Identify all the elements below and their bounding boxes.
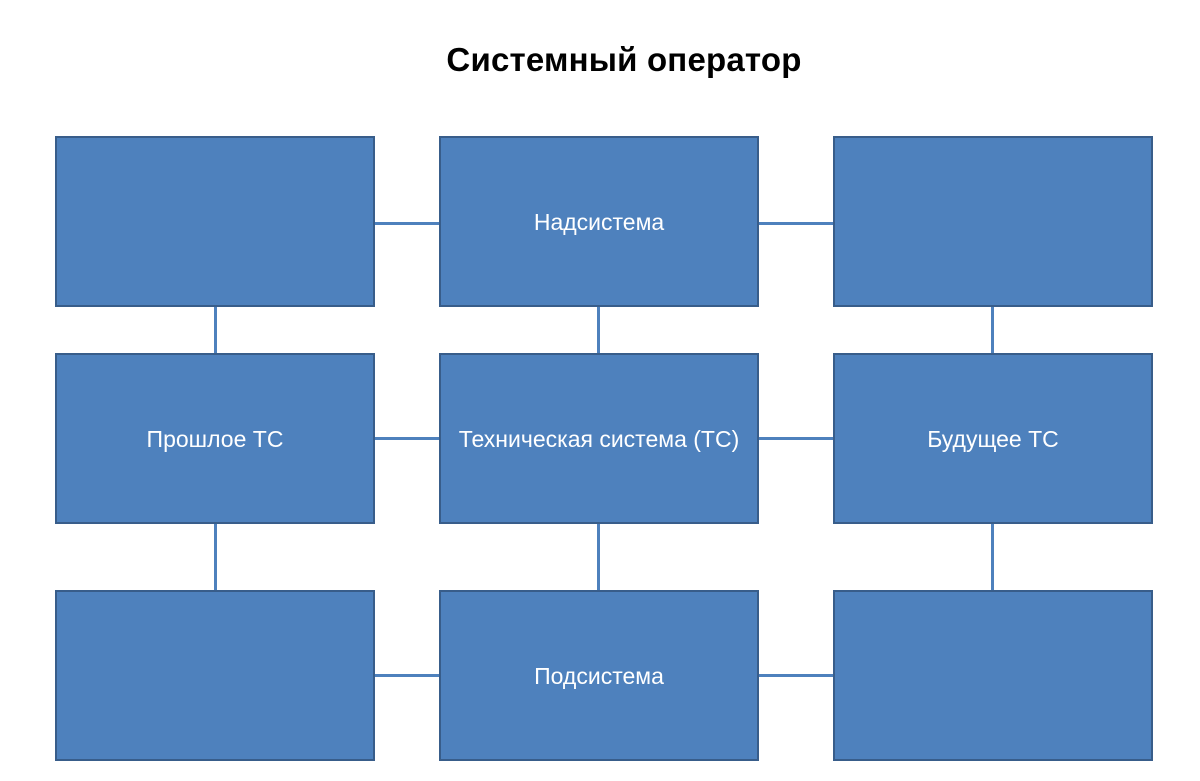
connector-technical-system-to-subsystem <box>597 520 600 592</box>
node-top-right[interactable] <box>833 136 1153 307</box>
node-future-ts-label: Будущее ТС <box>927 425 1059 452</box>
node-supersystem-label: Надсистема <box>533 208 665 235</box>
node-future-ts[interactable]: Будущее ТС <box>833 353 1153 524</box>
connector-top-right-to-future-ts <box>991 305 994 355</box>
connector-supersystem-to-technical-system <box>597 305 600 355</box>
node-technical-system[interactable]: Техническая система (ТС) <box>439 353 759 524</box>
node-subsystem[interactable]: Подсистема <box>439 590 759 761</box>
node-technical-system-label: Техническая система (ТС) <box>458 425 740 452</box>
node-bottom-left[interactable] <box>55 590 375 761</box>
node-past-ts-label: Прошлое ТС <box>146 425 284 452</box>
connector-supersystem-to-top-right <box>757 222 835 225</box>
connector-technical-system-to-future-ts <box>757 437 835 440</box>
connector-past-ts-to-technical-system <box>373 437 441 440</box>
node-subsystem-label: Подсистема <box>534 662 664 689</box>
connector-top-left-to-supersystem <box>373 222 441 225</box>
node-bottom-right[interactable] <box>833 590 1153 761</box>
page-title: Системный оператор <box>446 41 802 78</box>
connector-bottom-left-to-subsystem <box>373 674 441 677</box>
connector-top-left-to-past-ts <box>214 305 217 355</box>
connector-subsystem-to-bottom-right <box>757 674 835 677</box>
node-past-ts[interactable]: Прошлое ТС <box>55 353 375 524</box>
node-top-left[interactable] <box>55 136 375 307</box>
connector-future-ts-to-bottom-right <box>991 520 994 592</box>
node-supersystem[interactable]: Надсистема <box>439 136 759 307</box>
connector-past-ts-to-bottom-left <box>214 520 217 592</box>
